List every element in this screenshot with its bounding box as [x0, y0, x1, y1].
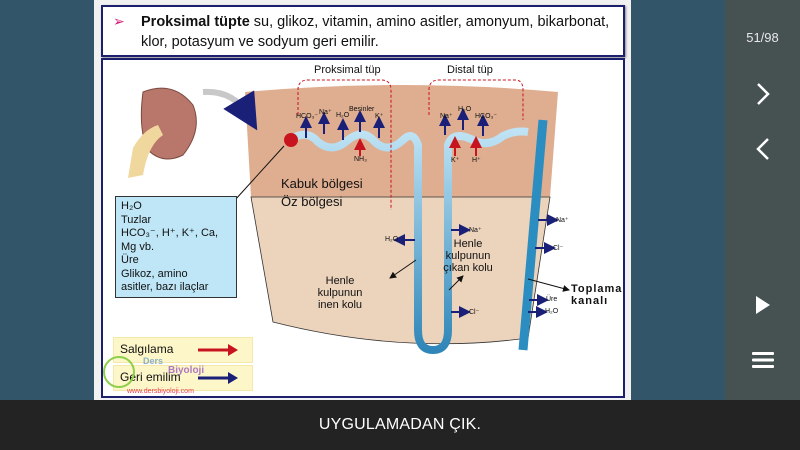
red-arrow-icon: [198, 344, 238, 356]
watermark-url: www.dersbiyoloji.com: [127, 388, 194, 395]
bottom-bar: UYGULAMADAN ÇIK.: [0, 400, 800, 450]
ion-label: HCO₃⁻: [296, 113, 319, 120]
header-rest-text: su, glikoz, vitamin, amino asitler, amon…: [141, 14, 610, 50]
watermark-logo-icon: [103, 356, 135, 388]
filtrate-item: Glikoz, amino: [121, 267, 188, 280]
left-background: [0, 0, 94, 400]
legend-secretion: Salgılama: [113, 337, 253, 363]
ion-label: K⁺: [451, 157, 460, 164]
filtrate-item: Mg vb.: [121, 240, 155, 253]
page-counter: 51/98: [746, 30, 779, 45]
watermark-brand1: Ders: [143, 356, 164, 366]
ascending-limb-label: Henle kulpunun çıkan kolu: [443, 238, 493, 274]
ion-label: Na⁺: [319, 109, 332, 116]
filtrate-item: Üre: [121, 254, 139, 266]
next-slide-button[interactable]: [725, 82, 800, 106]
menu-button[interactable]: [725, 351, 800, 369]
slide-header-text: Proksimal tüpte su, glikoz, vitamin, ami…: [141, 12, 621, 52]
ion-label: Na⁺: [469, 227, 482, 234]
legend-reabsorption-label: Geri emilim: [120, 370, 181, 384]
previous-slide-button[interactable]: [725, 137, 800, 161]
ion-label: Na⁺: [440, 113, 453, 120]
ion-label: HCO₃⁻: [475, 113, 498, 120]
legend-secretion-label: Salgılama: [120, 342, 174, 356]
ion-label: H₂O: [336, 112, 350, 119]
blue-arrow-icon: [198, 372, 238, 384]
header-bold-text: Proksimal tüpte: [141, 14, 250, 30]
play-icon: [755, 296, 770, 314]
ion-label: Cl⁻: [553, 245, 564, 252]
curved-arrow: [202, 88, 258, 131]
watermark-brand2: Biyoloji: [168, 365, 205, 376]
medulla-label: Öz bölgesi: [281, 194, 343, 209]
ion-label: H⁺: [472, 157, 481, 164]
exit-app-button[interactable]: UYGULAMADAN ÇIK.: [318, 416, 482, 433]
slide-viewer: ➢ Proksimal tüpte su, glikoz, vitamin, a…: [94, 0, 631, 400]
legend-reabsorption: Geri emilim: [113, 365, 253, 391]
chevron-right-icon: [756, 83, 770, 105]
chevron-left-icon: [755, 138, 769, 160]
filtrate-box: H₂O Tuzlar HCO₃⁻, H⁺, K⁺, Ca, Mg vb. Üre…: [115, 196, 237, 298]
hamburger-menu-icon: [751, 352, 774, 368]
ion-label: K⁺: [375, 113, 384, 120]
ion-label: Üre: [546, 296, 558, 303]
play-button[interactable]: [725, 295, 800, 315]
ion-label: Besinler: [349, 106, 375, 113]
glomerulus: [284, 133, 298, 147]
cortex-label: Kabuk bölgesi: [281, 176, 363, 191]
ion-label: NH₃: [354, 156, 367, 163]
distal-tube-label: Distal tüp: [447, 64, 493, 76]
ion-label: H₂O: [385, 236, 399, 243]
right-background: [631, 0, 725, 400]
ion-label: Na⁺: [556, 217, 569, 224]
ion-label: Cl⁻: [469, 309, 480, 316]
nephron-diagram: [128, 79, 570, 355]
filtrate-item: H₂O: [121, 200, 142, 212]
collecting-duct: [518, 119, 548, 351]
ion-label: H₂O: [545, 308, 559, 315]
side-panel: 51/98: [725, 0, 800, 400]
descending-limb-label: Henle kulpunun inen kolu: [317, 275, 363, 311]
diagram-box: Proksimal tüp Distal tüp Kabuk bölgesi Ö…: [101, 58, 625, 398]
bullet-arrow-icon: ➢: [113, 13, 125, 29]
slide-header-box: ➢ Proksimal tüpte su, glikoz, vitamin, a…: [101, 5, 625, 57]
kidney-icon: [128, 87, 197, 178]
filtrate-item: HCO₃⁻, H⁺, K⁺, Ca,: [121, 227, 219, 239]
filtrate-item: asitler, bazı ilaçlar: [121, 281, 209, 293]
filtrate-item: Tuzlar: [121, 213, 152, 226]
collecting-duct-label: Toplama kanalı: [571, 283, 623, 307]
ion-label: H₂O: [458, 106, 472, 113]
proximal-tube-label: Proksimal tüp: [314, 64, 381, 76]
